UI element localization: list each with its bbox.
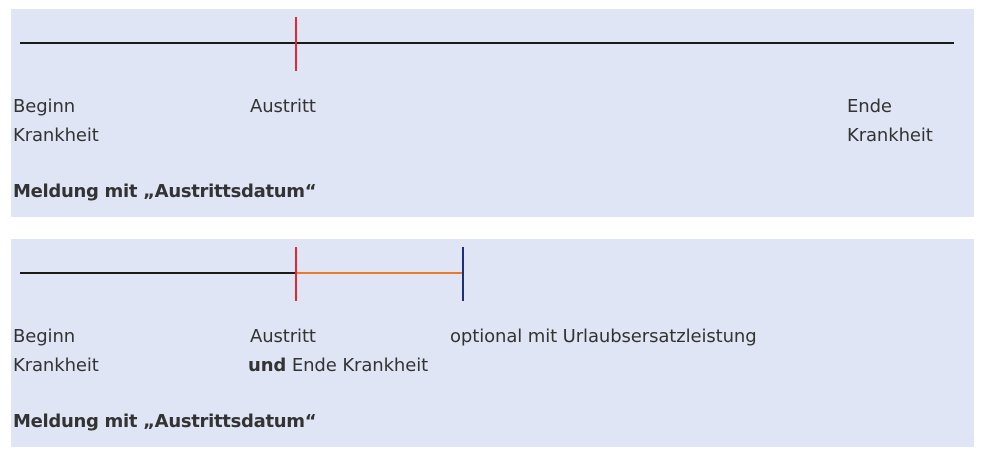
austritt-marker: [295, 17, 297, 71]
label-line: Beginn: [13, 326, 76, 347]
label-line: Krankheit: [13, 355, 99, 376]
label-line: Austritt: [250, 96, 316, 117]
label-line: Krankheit: [13, 125, 99, 146]
label-ende-krankheit: Ende Krankheit: [847, 92, 933, 150]
label-beginn-krankheit: Beginn Krankheit: [13, 322, 99, 380]
scenario-panel-1: Beginn Krankheit Austritt Ende Krankheit…: [11, 9, 974, 217]
scenario-panel-2: Beginn Krankheit Austritt und Ende Krank…: [11, 239, 974, 447]
label-line: und Ende Krankheit: [248, 351, 428, 380]
label-optional: optional mit Urlaubsersatzleistung: [450, 322, 757, 351]
label-line: optional mit Urlaubsersatzleistung: [450, 326, 757, 347]
label-austritt: Austritt: [250, 92, 316, 121]
label-line: Krankheit: [847, 125, 933, 146]
end-marker: [462, 247, 464, 301]
austritt-marker: [295, 247, 297, 301]
panel-heading: Meldung mit „Austrittsdatum“: [13, 181, 317, 202]
label-line: Beginn: [13, 96, 76, 117]
label-line: Austritt: [250, 326, 316, 347]
extension-line: [297, 272, 463, 274]
label-beginn-krankheit: Beginn Krankheit: [13, 92, 99, 150]
panel-heading: Meldung mit „Austrittsdatum“: [13, 411, 317, 432]
timeline-line: [20, 42, 954, 44]
label-line: Ende: [847, 96, 892, 117]
timeline-line: [20, 272, 296, 274]
label-text: Ende Krankheit: [286, 355, 429, 376]
label-austritt-und-ende: Austritt und Ende Krankheit: [248, 322, 428, 380]
label-emphasis: und: [248, 355, 287, 376]
